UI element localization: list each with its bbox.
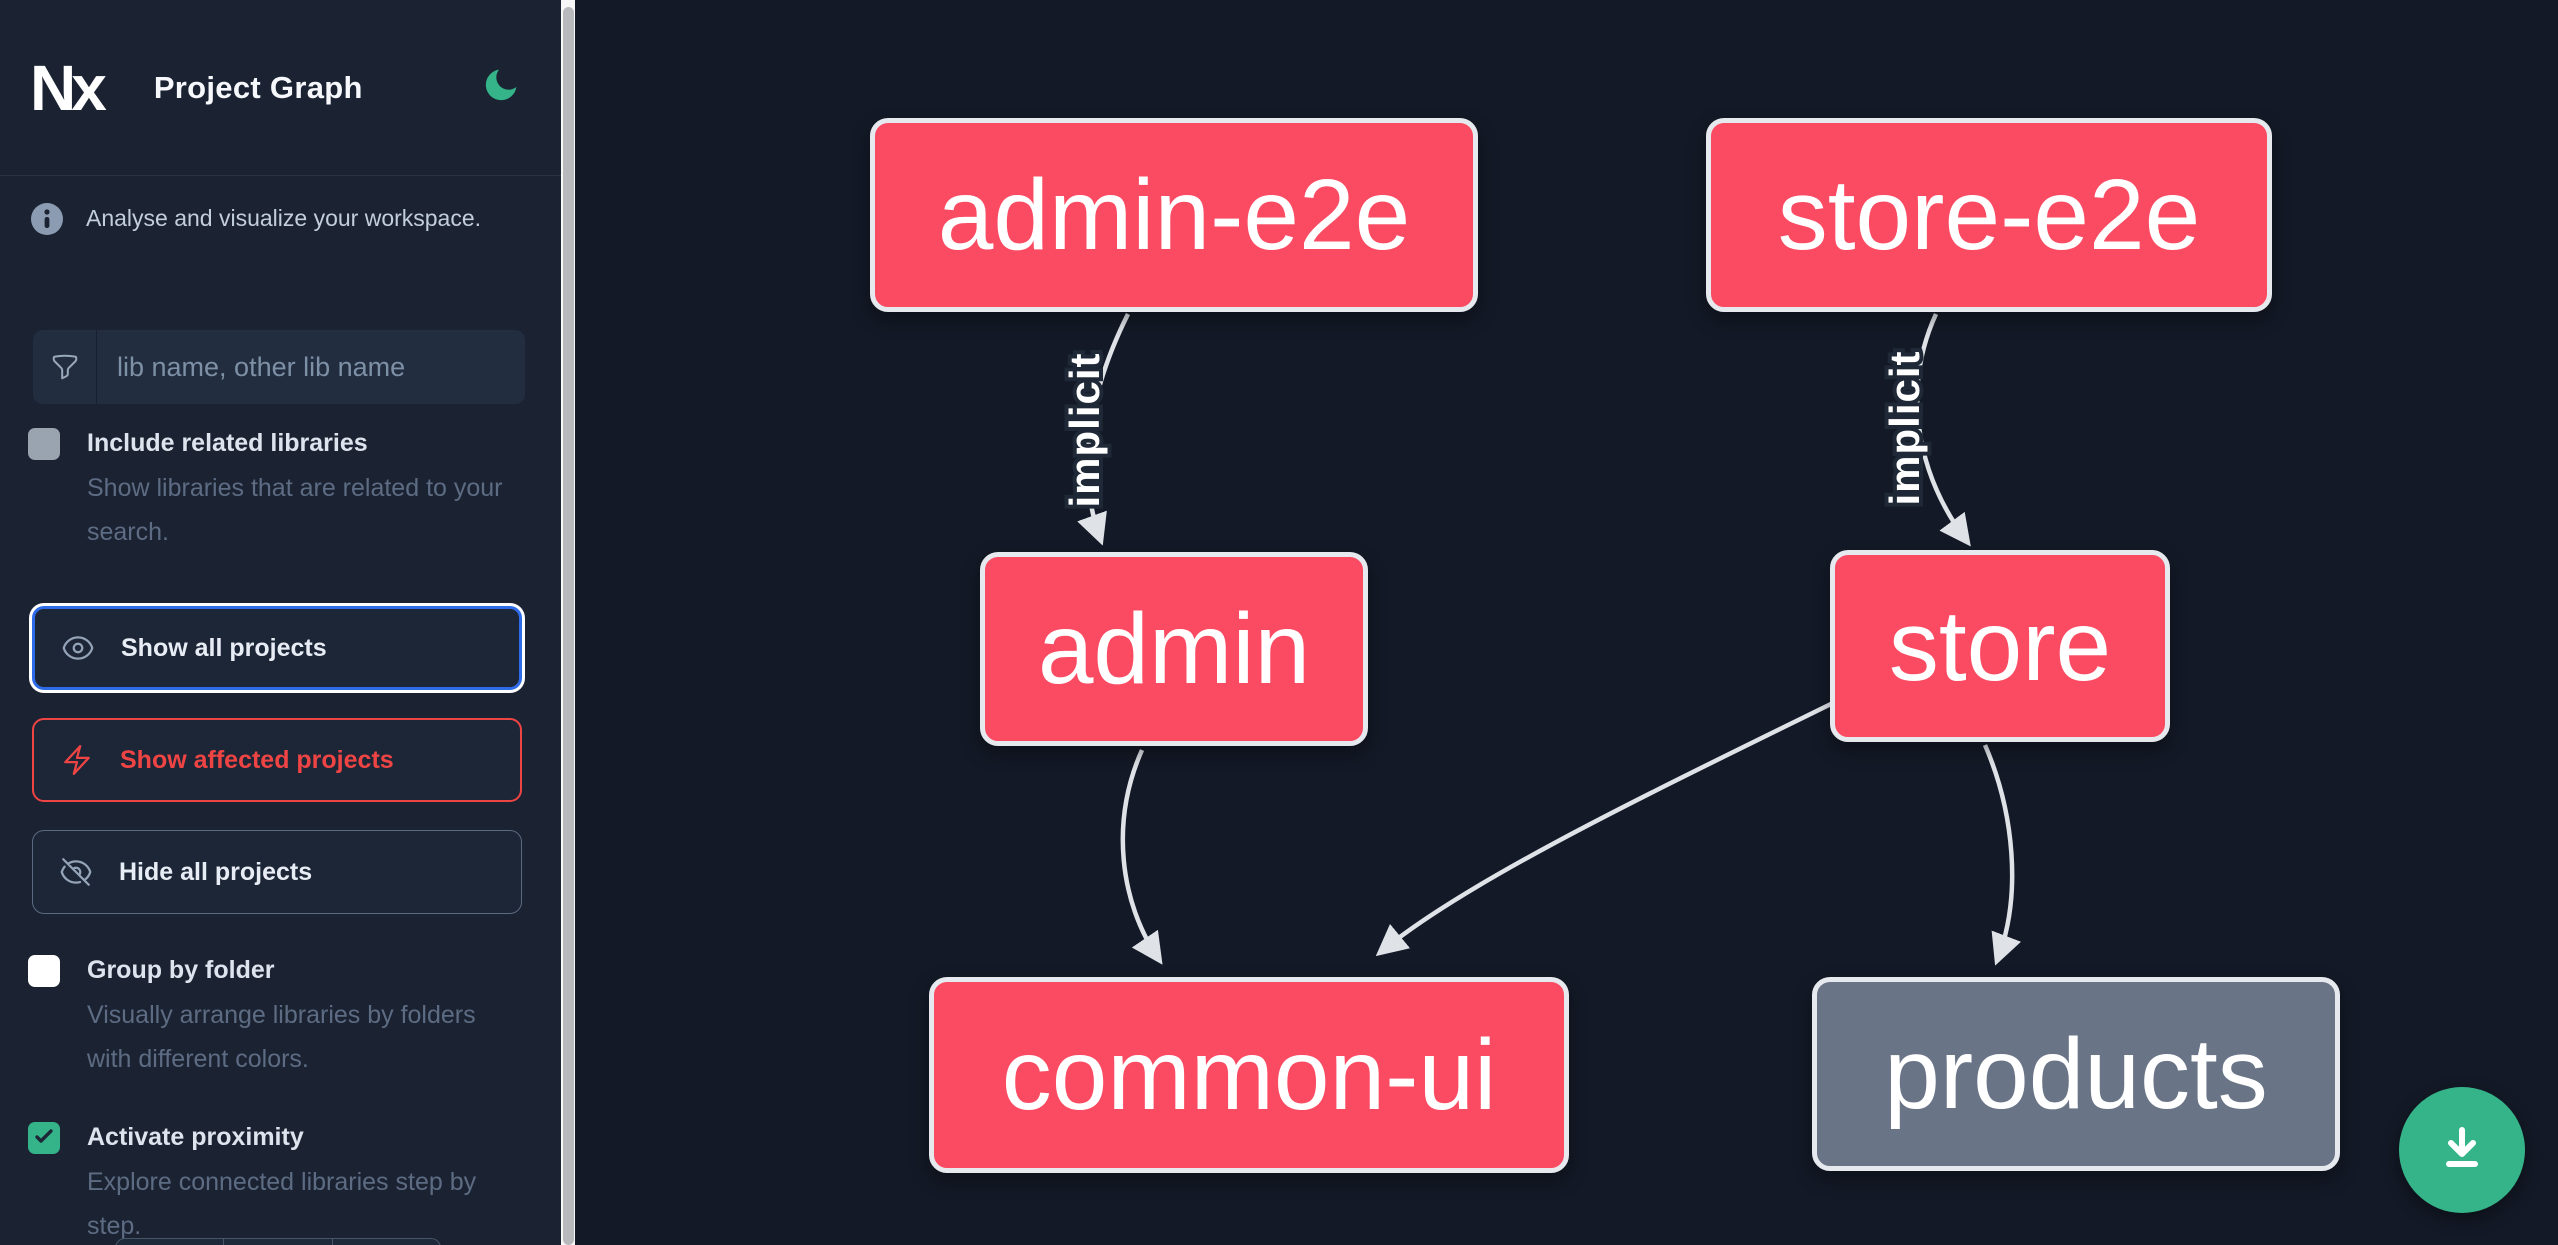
group-by-folder-row: Group by folder Visually arrange librari… <box>28 953 525 1081</box>
node-label: common-ui <box>1001 1018 1497 1131</box>
node-label: admin <box>1037 592 1311 705</box>
graph-node-common-ui[interactable]: common-ui <box>929 977 1569 1173</box>
node-label: admin-e2e <box>937 158 1411 271</box>
bolt-icon <box>60 743 94 777</box>
tagline-text: Analyse and visualize your workspace. <box>86 205 482 231</box>
tagline-row: Analyse and visualize your workspace. <box>30 200 481 236</box>
show-affected-projects-label: Show affected projects <box>120 745 394 774</box>
hide-all-projects-button[interactable]: Hide all projects <box>32 830 522 914</box>
download-graph-button[interactable] <box>2399 1087 2525 1213</box>
include-related-checkbox[interactable] <box>28 428 60 460</box>
sidebar-scrollbar[interactable] <box>561 0 575 1245</box>
nx-logo: Nx <box>30 51 107 124</box>
activate-proximity-label: Activate proximity <box>87 1123 304 1151</box>
activate-proximity-checkbox[interactable] <box>28 1122 60 1154</box>
activate-proximity-description: Explore connected libraries step by step… <box>87 1168 477 1240</box>
search-box <box>33 330 525 404</box>
activate-proximity-row: Activate proximity Explore connected lib… <box>28 1120 525 1245</box>
proximity-value-cell <box>224 1238 333 1245</box>
app-title: Project Graph <box>153 69 363 105</box>
include-related-description: Show libraries that are related to your … <box>87 474 503 546</box>
show-affected-projects-button[interactable]: Show affected projects <box>32 718 522 802</box>
node-label: store <box>1888 589 2112 702</box>
hide-all-projects-label: Hide all projects <box>119 857 313 886</box>
include-related-row: Include related libraries Show libraries… <box>28 426 525 554</box>
include-related-label: Include related libraries <box>87 429 368 457</box>
show-all-projects-label: Show all projects <box>121 633 327 662</box>
graph-node-store[interactable]: store <box>1830 550 2170 742</box>
eye-off-icon <box>59 855 93 889</box>
checkmark-icon <box>32 1124 56 1153</box>
sidebar-header: Nx Project Graph <box>0 0 561 176</box>
search-input[interactable] <box>97 330 525 404</box>
dark-mode-toggle[interactable] <box>481 68 521 108</box>
sidebar: Nx Project Graph Analyse and visualize y… <box>0 0 561 1245</box>
group-by-folder-description: Visually arrange libraries by folders wi… <box>87 1001 476 1073</box>
proximity-depth-control-partial[interactable] <box>115 1238 441 1245</box>
group-by-folder-checkbox[interactable] <box>28 955 60 987</box>
scrollbar-thumb[interactable] <box>562 7 574 1245</box>
node-label: store-e2e <box>1777 158 2201 271</box>
graph-node-store-e2e[interactable]: store-e2e <box>1706 118 2272 312</box>
proximity-decrement-cell[interactable] <box>115 1238 225 1245</box>
proximity-increment-cell[interactable] <box>332 1238 441 1245</box>
eye-icon <box>61 631 95 665</box>
moon-icon <box>481 65 521 110</box>
info-icon <box>30 202 64 236</box>
graph-node-products[interactable]: products <box>1812 977 2340 1171</box>
graph-node-admin[interactable]: admin <box>980 552 1368 746</box>
graph-node-admin-e2e[interactable]: admin-e2e <box>870 118 1478 312</box>
download-icon <box>2433 1119 2491 1182</box>
node-label: products <box>1884 1017 2268 1130</box>
show-all-projects-button[interactable]: Show all projects <box>32 606 522 690</box>
filter-icon <box>33 330 97 404</box>
group-by-folder-label: Group by folder <box>87 956 275 984</box>
